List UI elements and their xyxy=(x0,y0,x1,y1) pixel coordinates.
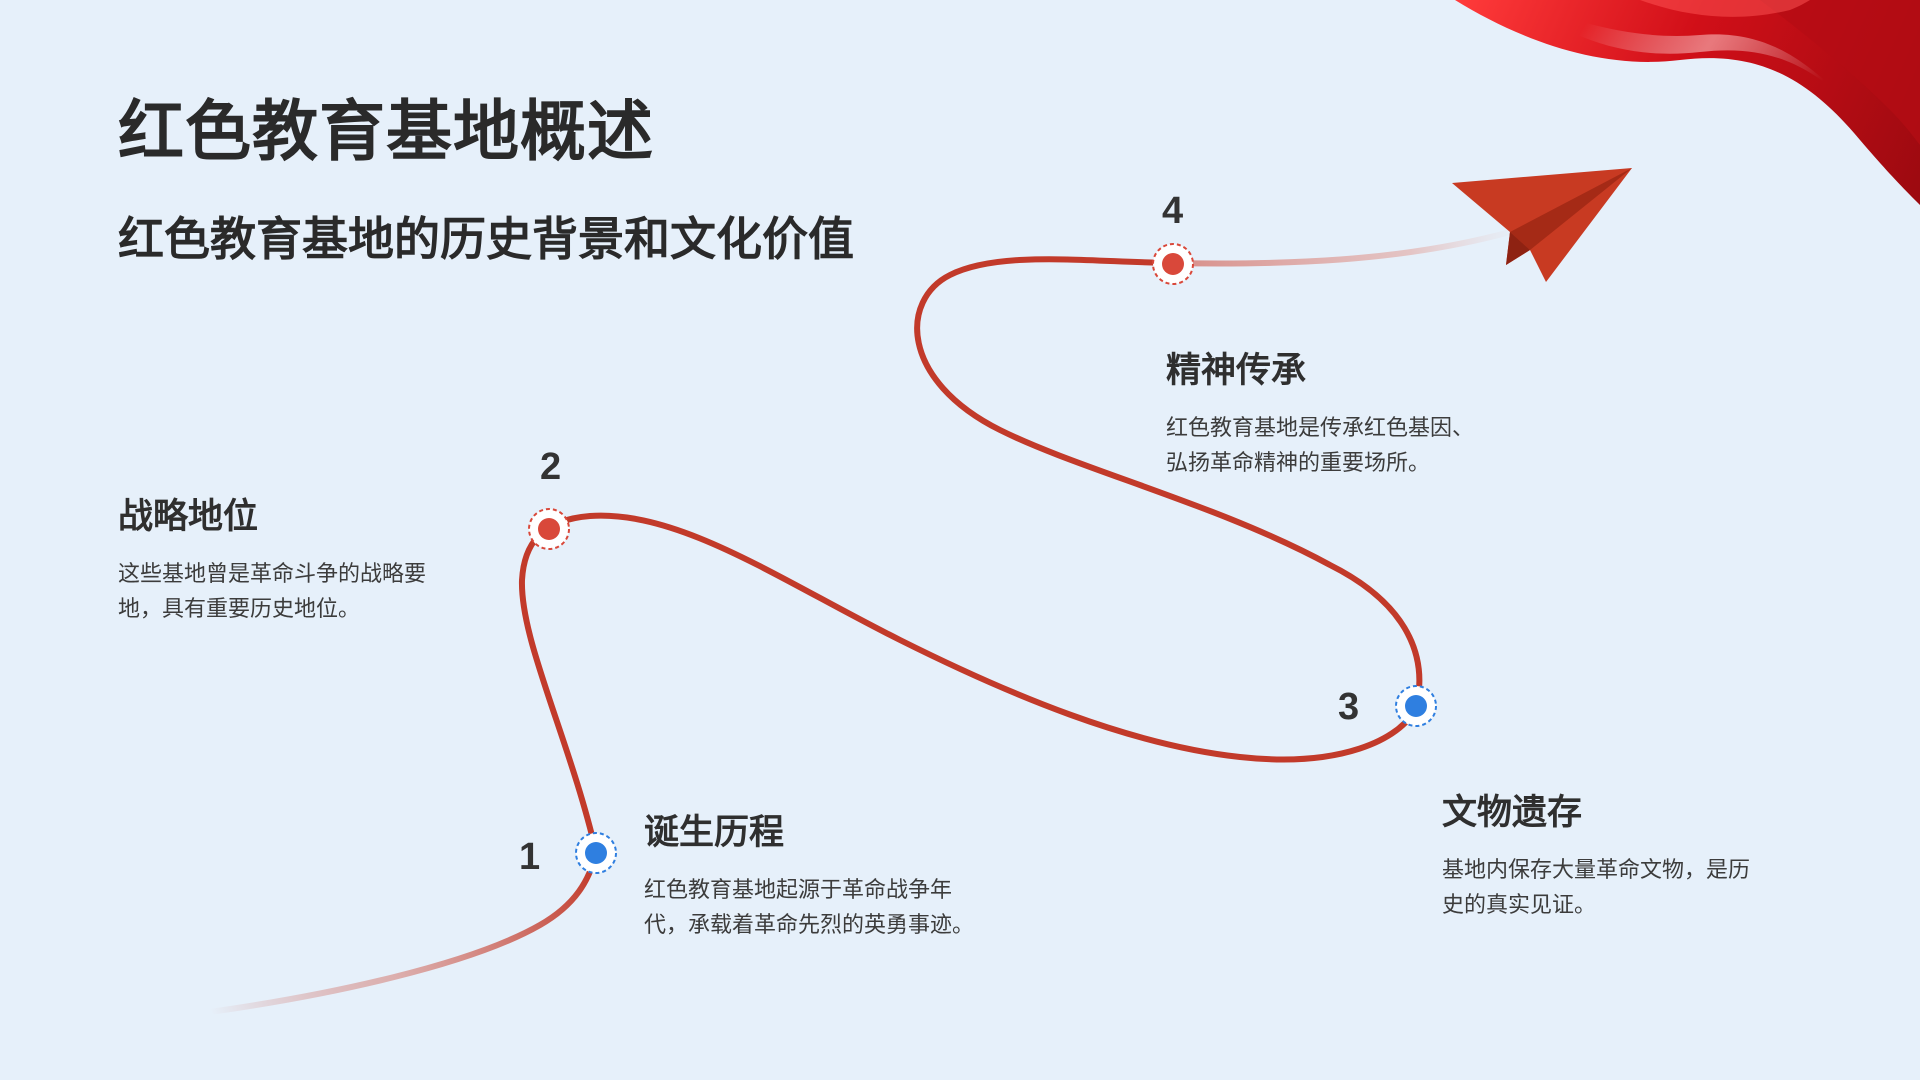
milestone-number-3: 3 xyxy=(1338,686,1360,728)
milestone-desc-line: 这些基地曾是革命斗争的战略要 xyxy=(118,562,427,587)
milestone-2: 战略地位 这些基地曾是革命斗争的战略要 地，具有重要历史地位。 xyxy=(118,488,426,627)
path-head xyxy=(1169,229,1513,267)
path-tail xyxy=(207,849,599,1015)
marker-4 xyxy=(1152,243,1194,285)
paper-plane-icon xyxy=(1452,168,1632,282)
marker-3 xyxy=(1395,685,1437,727)
milestone-title: 精神传承 xyxy=(1166,351,1307,391)
red-ribbon-decoration xyxy=(1455,0,1920,205)
milestone-4: 精神传承 红色教育基地是传承红色基因、 弘扬革命精神的重要场所。 xyxy=(1166,342,1474,481)
milestone-desc-line: 红色教育基地是传承红色基因、 xyxy=(1166,416,1475,441)
milestone-title: 诞生历程 xyxy=(644,813,785,853)
milestone-number-2: 2 xyxy=(540,446,562,488)
milestone-desc-line: 红色教育基地起源于革命战争年 xyxy=(644,878,953,903)
milestone-desc-line: 代，承载着革命先烈的英勇事迹。 xyxy=(644,913,975,938)
milestone-number-4: 4 xyxy=(1162,190,1184,232)
page-subtitle: 红色教育基地的历史背景和文化价值 xyxy=(118,212,854,266)
marker-1 xyxy=(575,832,617,874)
milestone-desc-line: 史的真实见证。 xyxy=(1442,893,1597,918)
milestone-title: 战略地位 xyxy=(118,497,259,537)
marker-2 xyxy=(528,508,570,550)
page-title: 红色教育基地概述 xyxy=(118,93,654,170)
milestone-3: 文物遗存 基地内保存大量革命文物，是历 史的真实见证。 xyxy=(1442,784,1750,923)
milestone-desc-line: 基地内保存大量革命文物，是历 xyxy=(1442,858,1751,883)
milestone-desc-line: 弘扬革命精神的重要场所。 xyxy=(1166,451,1431,476)
milestone-number-1: 1 xyxy=(519,836,541,878)
milestone-title: 文物遗存 xyxy=(1442,793,1583,833)
milestone-1: 诞生历程 红色教育基地起源于革命战争年 代，承载着革命先烈的英勇事迹。 xyxy=(644,804,974,943)
milestone-desc-line: 地，具有重要历史地位。 xyxy=(118,597,361,622)
